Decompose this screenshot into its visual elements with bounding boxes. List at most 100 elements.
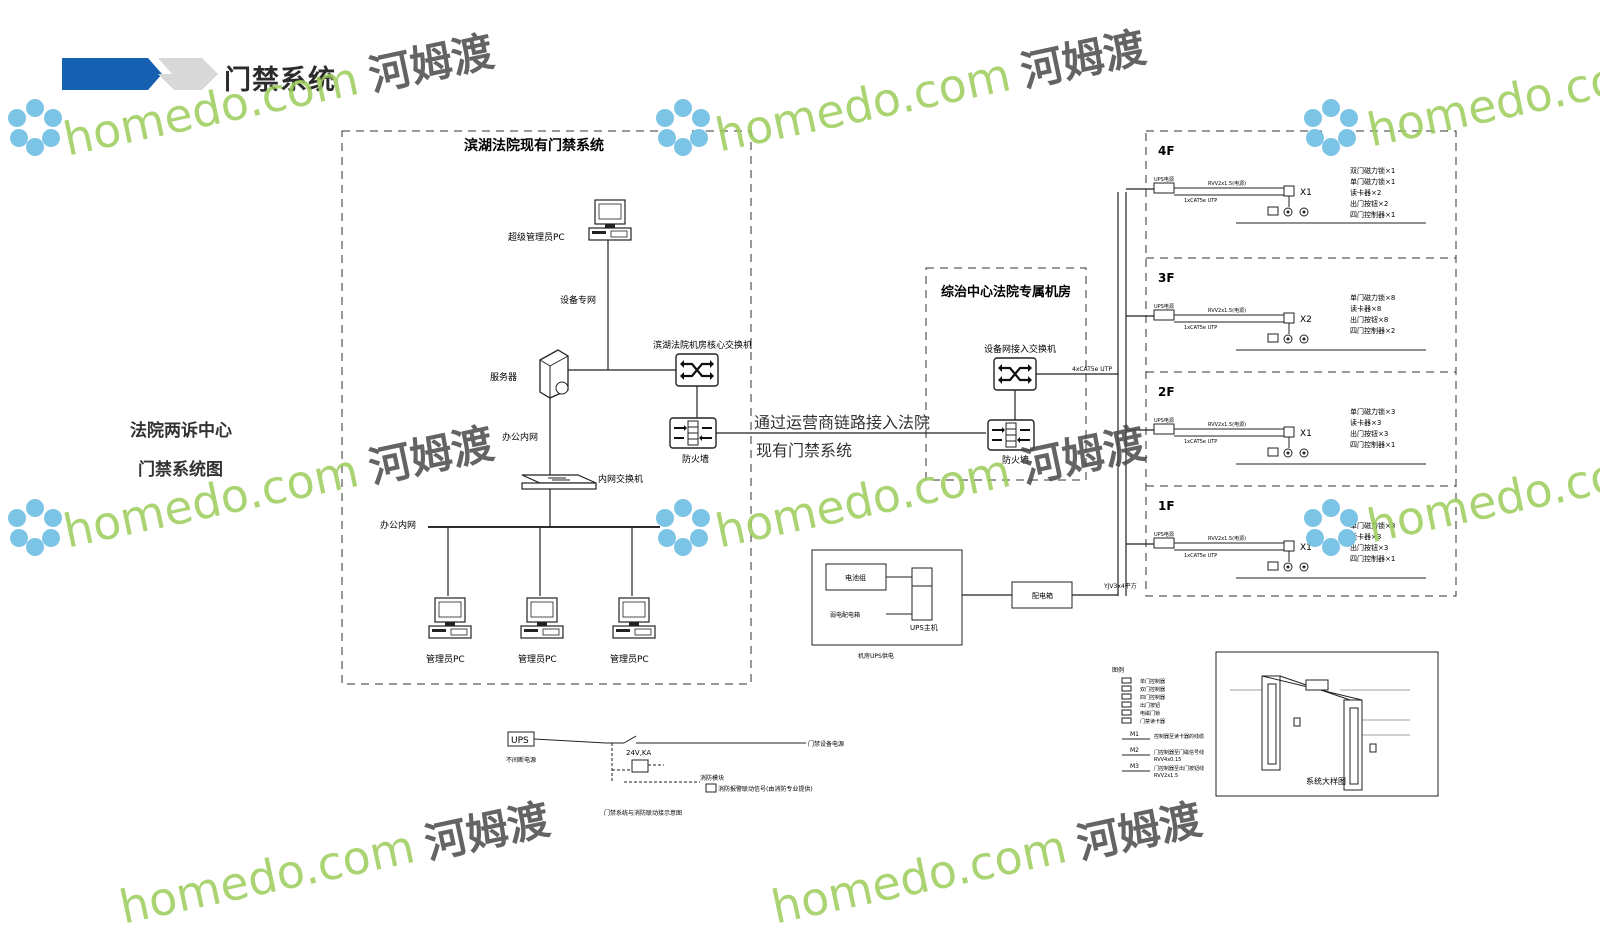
ups-caption: 机房UPS供电 xyxy=(858,652,894,660)
admin-pc-3-label: 管理员PC xyxy=(610,653,649,665)
admin-pc-1-label: 管理员PC xyxy=(426,653,465,665)
door-device-icon xyxy=(1267,333,1309,344)
mid-firewall-icon xyxy=(987,419,1035,451)
admin-pc-3-icon xyxy=(612,597,656,639)
floor-multiplier: X1 xyxy=(1300,429,1312,439)
legend-title: 图例 xyxy=(1112,666,1124,674)
battery-box xyxy=(825,563,887,591)
door-sample-drawing xyxy=(1230,675,1410,791)
ups-outlet-icon xyxy=(1153,182,1175,194)
fire-diagram-caption: 门禁系统与消防联动接示意图 xyxy=(604,809,682,817)
intranet-switch-icon xyxy=(521,474,597,490)
controller-icon xyxy=(1283,540,1295,552)
device-count: 单门磁力锁×3 xyxy=(1350,407,1395,416)
ups-box xyxy=(811,549,963,646)
super-admin-pc-label: 超级管理员PC xyxy=(508,231,565,243)
access-control-diagram: 滨湖法院现有门禁系统 超级管理员PC 设备专网 服务器 滨湖法院机房核心交换机 … xyxy=(341,130,1457,817)
legend-m2-desc: 门控制器至门磁信号线 xyxy=(1154,749,1204,756)
ups-small-label: UPS xyxy=(511,736,529,746)
server-icon xyxy=(539,349,569,399)
floor-ups-label: UPS电源 xyxy=(1154,176,1174,183)
device-count: 读卡器×8 xyxy=(1350,304,1381,313)
dist-box xyxy=(1011,581,1073,609)
legend-m3-spec: RVV2x1.5 xyxy=(1154,773,1178,779)
device-count: 单门磁力锁×8 xyxy=(1350,293,1395,302)
dist-box-label: 配电箱 xyxy=(1032,591,1053,600)
relay-icon xyxy=(631,759,649,773)
legend-m3-desc: 门控制器至出门按钮线 xyxy=(1154,765,1204,772)
device-count: 读卡器×2 xyxy=(1350,188,1381,197)
carrier-link-line2: 现有门禁系统 xyxy=(756,441,852,460)
legend-symbol xyxy=(1121,685,1132,692)
floors-box xyxy=(1145,130,1457,597)
access-switch-icon xyxy=(992,356,1038,392)
office-net-vertical-label: 办公内网 xyxy=(502,431,538,443)
admin-pc-1-icon xyxy=(428,597,472,639)
left-system-box xyxy=(341,130,752,685)
server-label: 服务器 xyxy=(490,371,517,383)
ups-small-caption: 不间断电源 xyxy=(506,756,536,764)
legend-item-label: 四门控制器 xyxy=(1140,694,1165,701)
ups-outlet-icon xyxy=(1153,423,1175,435)
controller-icon xyxy=(1283,312,1295,324)
utp-label: 1xCAT5e UTP xyxy=(1184,439,1217,445)
side-label-center: 法院两诉中心 xyxy=(130,421,232,441)
dist-label: 弱电配电箱 xyxy=(830,611,860,619)
left-box-title: 滨湖法院现有门禁系统 xyxy=(464,137,604,154)
legend-symbol xyxy=(1121,701,1132,708)
legend-item-label: 门禁读卡器 xyxy=(1140,718,1165,725)
legend-symbol xyxy=(1121,709,1132,716)
fire-module-label: 消防模块 xyxy=(700,774,724,782)
door-device-icon xyxy=(1267,206,1309,217)
device-count: 四门控制器×2 xyxy=(1350,326,1395,335)
floor-name: 4F xyxy=(1158,144,1175,158)
legend-symbol xyxy=(1121,717,1132,724)
utp-label: 4xCAT5e UTP xyxy=(1072,366,1112,373)
device-net-label: 设备专网 xyxy=(560,294,596,306)
controller-icon xyxy=(1283,185,1295,197)
left-firewall-label: 防火墙 xyxy=(682,453,709,465)
floor-name: 1F xyxy=(1158,499,1175,513)
device-count: 四门控制器×1 xyxy=(1350,554,1395,563)
admin-pc-2-label: 管理员PC xyxy=(518,653,557,665)
device-count: 双门磁力锁×1 xyxy=(1350,166,1395,175)
rvv-label: RVV2x1.5(电源) xyxy=(1208,421,1246,428)
floor-ups-label: UPS电源 xyxy=(1154,303,1174,310)
ups-host-icon xyxy=(911,567,933,621)
legend-item-label: 电磁门锁 xyxy=(1140,710,1160,717)
utp-label: 1xCAT5e UTP xyxy=(1184,198,1217,204)
floor-name: 3F xyxy=(1158,271,1175,285)
utp-label: 1xCAT5e UTP xyxy=(1184,553,1217,559)
title-banner xyxy=(62,58,218,90)
legend-m3: M3 xyxy=(1130,763,1139,770)
legend-m1: M1 xyxy=(1130,731,1139,738)
admin-pc-2-icon xyxy=(520,597,564,639)
ups-host-label: UPS主机 xyxy=(910,623,938,632)
intranet-switch-label: 内网交换机 xyxy=(598,473,643,485)
battery-label: 电池组 xyxy=(845,573,866,582)
door-device-icon xyxy=(1267,561,1309,572)
access-switch-label: 设备网接入交换机 xyxy=(984,343,1056,355)
legend-item-label: 出门按钮 xyxy=(1140,702,1160,709)
device-count: 出门按钮×3 xyxy=(1350,543,1388,552)
ups-outlet-icon xyxy=(1153,309,1175,321)
ups-outlet-icon xyxy=(1153,537,1175,549)
device-count: 读卡器×3 xyxy=(1350,418,1381,427)
controller-icon xyxy=(1283,426,1295,438)
legend-m2: M2 xyxy=(1130,747,1139,754)
side-label-diagram: 门禁系统图 xyxy=(138,460,223,480)
mid-firewall-label: 防火墙 xyxy=(1002,454,1029,466)
legend-m1-desc: 控制器至读卡器的线缆 xyxy=(1154,733,1204,740)
office-net-horizontal-label: 办公内网 xyxy=(380,519,416,531)
legend-m2-spec: RVV4x0.15 xyxy=(1154,757,1181,763)
power-out-label: 门禁设备电源 xyxy=(808,740,844,748)
sample-box xyxy=(1215,651,1439,797)
floor-ups-label: UPS电源 xyxy=(1154,417,1174,424)
rvv-label: RVV2x1.5(电源) xyxy=(1208,307,1246,314)
device-count: 四门控制器×1 xyxy=(1350,210,1395,219)
legend-symbol xyxy=(1121,693,1132,700)
floor-multiplier: X2 xyxy=(1300,315,1312,325)
